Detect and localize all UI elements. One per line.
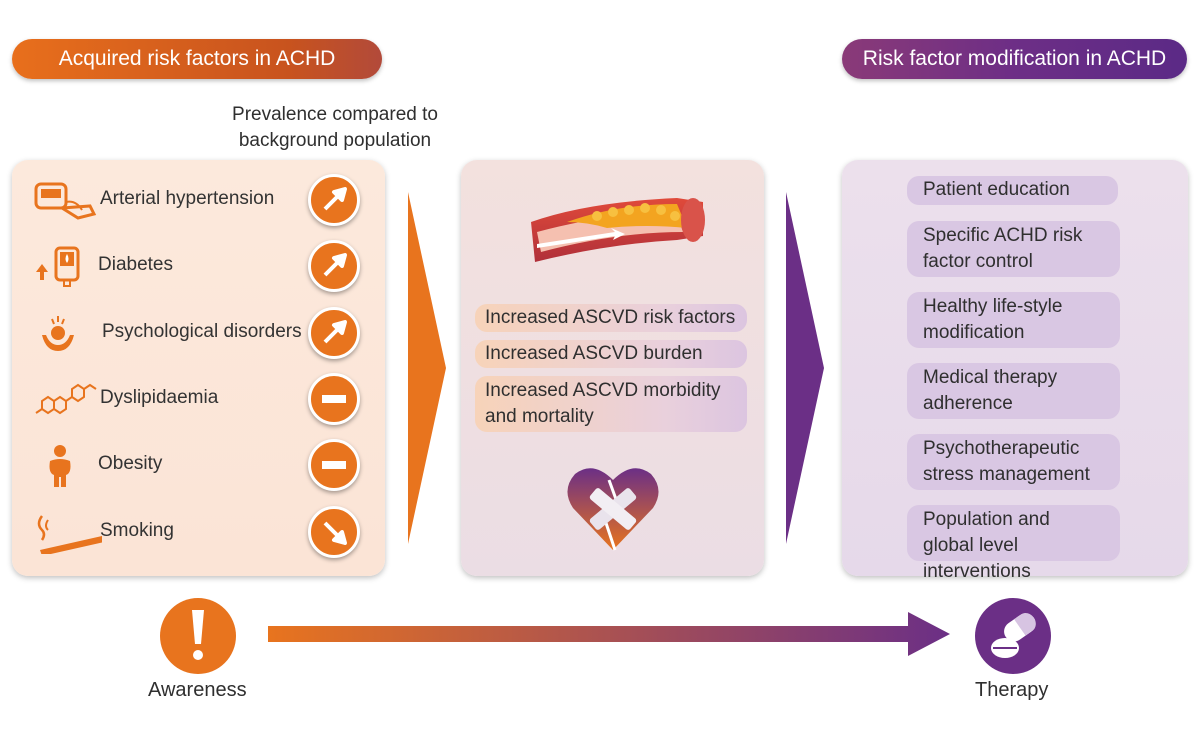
header-right-text: Risk factor modification in ACHD (862, 47, 1167, 70)
risk-factor-row: Dyslipidaemia (12, 369, 385, 429)
intervention-text: Patient education (923, 179, 1070, 200)
artery-plaque-icon (531, 198, 705, 262)
consequence-item: Increased ASCVD morbidity and mortality (475, 376, 747, 432)
risk-factor-label: Diabetes (98, 254, 173, 275)
therapy-label: Therapy (975, 679, 1049, 701)
obese-person-icon (49, 445, 71, 487)
risk-factors-panel: Arterial hypertension Diabetes Psych (12, 160, 385, 576)
intervention-text: Specific ACHD risk factor control (923, 225, 1083, 272)
stressed-person-icon (42, 316, 74, 351)
awareness-icon (160, 598, 236, 674)
arrow-up-right-icon (323, 253, 347, 277)
therapy-icon (975, 598, 1051, 674)
consequence-text: Increased ASCVD risk factors (485, 307, 736, 328)
risk-factor-label: Obesity (98, 453, 163, 474)
glucose-meter-icon (36, 246, 80, 287)
broken-heart-bandage-icon (567, 468, 659, 551)
risk-factor-label: Dyslipidaemia (100, 387, 219, 408)
trend-up-badge (308, 174, 360, 226)
consequence-text: Increased ASCVD morbidity and mortality (485, 380, 721, 427)
intervention-item: Patient education (907, 176, 1118, 205)
intervention-text: Healthy life-style modification (923, 296, 1063, 343)
arrow-up-right-icon (323, 320, 347, 344)
risk-factor-row: Diabetes (12, 236, 385, 296)
risk-factor-label: Psychological disorders (102, 321, 302, 342)
risk-factor-label: Smoking (100, 520, 174, 541)
header-risk-factor-modification: Risk factor modification in ACHD (842, 39, 1187, 79)
exclamation-icon (192, 610, 204, 660)
consequences-panel (461, 160, 764, 576)
trend-down-badge (308, 506, 360, 558)
minus-icon (322, 461, 346, 469)
intervention-text: Medical therapy adherence (923, 367, 1058, 414)
chevron-right-orange-icon (408, 192, 446, 544)
consequence-item: Increased ASCVD risk factors (475, 304, 747, 332)
awareness-label: Awareness (148, 679, 247, 701)
prevalence-caption: Prevalence compared to background popula… (210, 102, 460, 154)
intervention-text: Population and global level intervention… (923, 509, 1050, 582)
consequence-item: Increased ASCVD burden (475, 340, 747, 368)
molecule-icon (35, 383, 97, 415)
trend-up-badge (308, 307, 360, 359)
risk-factor-row: Arterial hypertension (12, 170, 385, 230)
cigarette-icon (37, 515, 102, 554)
arrow-up-right-icon (323, 187, 347, 211)
intervention-item: Specific ACHD risk factor control (907, 221, 1120, 277)
header-acquired-risk-factors: Acquired risk factors in ACHD (12, 39, 382, 79)
intervention-item: Psychotherapeutic stress management (907, 434, 1120, 490)
trend-equal-badge (308, 373, 360, 425)
awareness-to-therapy-arrow (268, 612, 950, 656)
intervention-item: Population and global level intervention… (907, 505, 1120, 582)
chevron-right-purple-icon (786, 192, 824, 544)
arrow-down-right-icon (323, 521, 347, 545)
pills-icon (991, 613, 1036, 658)
risk-factor-row: Obesity (12, 435, 385, 495)
trend-up-badge (308, 240, 360, 292)
header-left-text: Acquired risk factors in ACHD (58, 47, 336, 70)
trend-equal-badge (308, 439, 360, 491)
intervention-item: Healthy life-style modification (907, 292, 1120, 348)
risk-factor-row: Psychological disorders (12, 303, 385, 363)
intervention-item: Medical therapy adherence (907, 363, 1120, 419)
risk-factor-row: Smoking (12, 502, 385, 562)
risk-factor-label: Arterial hypertension (100, 188, 275, 209)
prevalence-line-1: Prevalence compared to (232, 104, 438, 125)
prevalence-line-2: background population (238, 130, 432, 151)
minus-icon (322, 395, 346, 403)
consequence-text: Increased ASCVD burden (485, 343, 703, 364)
blood-pressure-monitor-icon (34, 182, 97, 220)
intervention-text: Psychotherapeutic stress management (923, 438, 1090, 485)
